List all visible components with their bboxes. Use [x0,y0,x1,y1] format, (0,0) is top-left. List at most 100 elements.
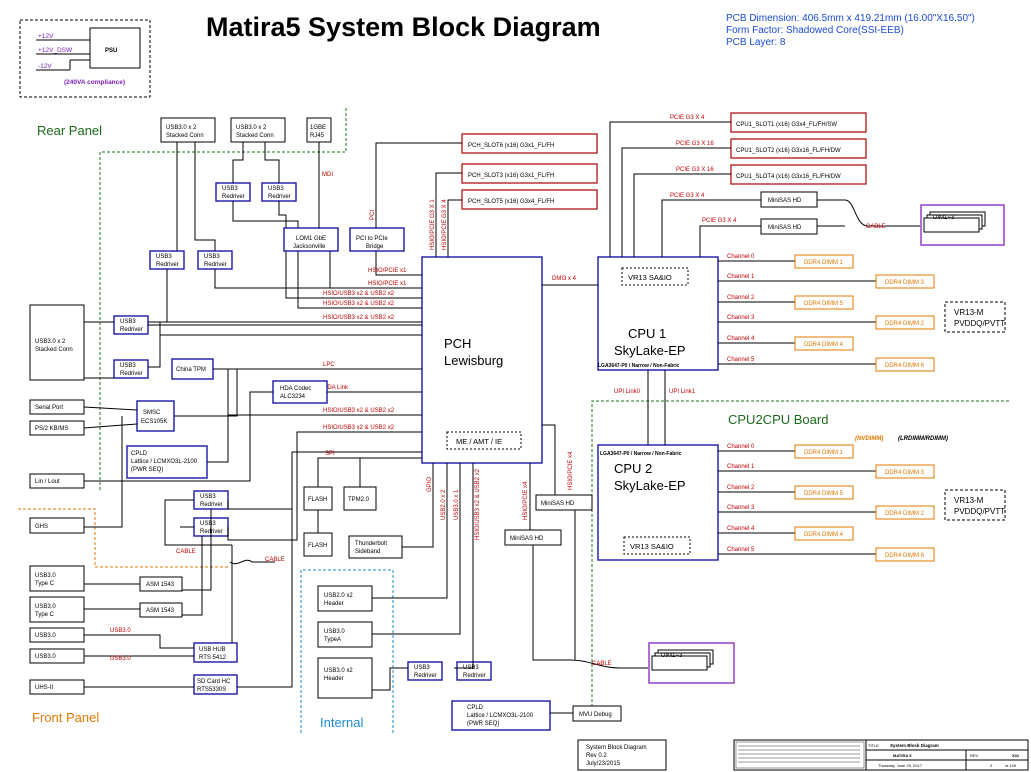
pch-slot6: PCH_SLOT6 (x16) G3x1_FL/FH [468,143,554,149]
tb-dwg: MATIRA 5 [893,753,912,758]
tpm2-block: TPM2.0 [343,486,377,511]
usb30-2-block: USB3.0 [29,648,85,664]
pch-slots: PCH_SLOT6 (x16) G3x1_FL/FH PCH_SLOT3 (x1… [370,133,598,257]
usb30-link-1: USB3.0 [110,628,131,634]
pci-bridge-line1: PCI to PCIe [356,236,388,242]
cpu1-channel-2: Channel 2 [727,295,755,301]
cpu1-block: VR13 SA&IO CPU 1 SkyLake-EP LGA3647-P0 /… [597,256,719,371]
usb-hub-line2: RTS 5412 [199,655,227,661]
redriver-8-line1: USB3 [414,665,430,671]
rear-panel-label: Rear Panel [37,123,102,138]
smsc-line2: ECS105K [141,419,167,425]
rear-usb-a-line1: USB3.0 x 2 [166,125,197,131]
redriver-2-line1: USB3 [156,254,172,260]
cpld-a-line3: (PWR SEQ) [131,467,163,473]
upi-link1: UPI Link1 [669,389,696,395]
pch-pcie-x4-a: HSIO/PCIE x4 [568,451,574,490]
cpu2-dimm-label-0: DDR4 DIMM 1 [804,450,844,456]
usb-left-line1: USB3.0 x 2 [35,339,66,345]
tb-title: System Block Diagram [890,743,939,748]
lom-line1: LOM1 GbE [296,236,326,242]
pch-link-6: HDA Link [323,385,349,391]
usb3-typea-line2: TypeA [324,637,341,643]
cpu1-name: CPU 1 [628,326,666,341]
cpu1-slot2-link: PCIE G3 X 16 [676,141,714,147]
pcb-form-factor: Form Factor: Shadowed Core(SSI-EEB) [726,25,904,36]
cpu1-slot2: CPU1_SLOT2 (x16) G3x16_FL/FH/DW [736,148,841,154]
cpu2-dimm-label-5: DDR4 DIMM 6 [885,553,925,559]
rear-usb-stacked-a: USB3.0 x 2 Stacked Conn [160,117,216,143]
cpu2-name: CPU 2 [614,461,652,476]
cpu2-channel-5: Channel 5 [727,547,755,553]
cpu1-vr: VR13 SA&IO [628,273,672,282]
rj45-line2: RJ45 [310,133,325,139]
cpu1-dimm-5 [875,357,935,372]
footer-line1: System Block Diagram [586,745,647,751]
usb2-hdr-line1: USB2.0 x2 [324,593,353,599]
cpu1-dimm-label-3: DDR4 DIMM 2 [885,321,925,327]
pcb-dimension: PCB Dimension: 406.5mm x 419.21mm (16.00… [726,13,975,24]
tb-title-label: TITLE [868,743,879,748]
pcb-layer: PCB Layer: 8 [726,37,786,48]
cpu2-channel-1: Channel 1 [727,464,755,470]
redriver-0-line1: USB3 [222,186,238,192]
asm-1-block: ASM 1543 [139,576,183,592]
cpu2-dimm-5 [875,547,935,562]
cpu2-dimm-label-3: DDR4 DIMM 2 [885,511,925,517]
cpu2-dimm-4 [794,526,854,541]
cpu1-dimm-2 [794,295,854,310]
usb30-x1-label: USB3.0 x 1 [454,489,460,520]
cpld-b-line3: (PWR SEQ) [467,721,499,727]
redriver-6-line2: Redriver [200,502,223,508]
cable-cpu1: CABLE [866,224,886,230]
usb3-typea-block: USB3.0 TypeA [317,621,373,648]
usb3-header-block: USB3.0 x2 Header [317,657,373,699]
minisas-link-1: PCIE G3 X 4 [670,193,705,199]
pci-bridge-block: PCI to PCIe Bridge [349,227,405,252]
rj45-line1: 1GBE [310,125,326,131]
tb-rev-label: REV [970,753,979,758]
psu-rail-neg12v: -12V [38,63,52,70]
mdi-label: MDI [322,172,333,178]
cpu2-dimm-label-4: DDR4 DIMM 4 [804,532,844,538]
thunderbolt-line2: Sideband [355,549,380,555]
thunderbolt-block: Thunderbolt Sideband [348,535,403,559]
minisas-3: MiniSAS HD [541,501,575,507]
pch-pcie-x4-b: HSIO/PCIE x4 [523,481,529,520]
lin-lout-block: Lin / Lout [29,473,85,489]
cable-front-1: CABLE [176,549,196,555]
flash-1-block: FLASH [303,486,333,511]
cpu1-channel-1: Channel 1 [727,274,755,280]
mvu-debug-label: MVU Debug [579,712,612,718]
spi-label: SPI [325,451,335,457]
usb-hub-block: USB HUB RTS 5412 [193,642,238,663]
uim-pch: UIM1~3 [661,653,683,659]
pch-name: PCH [444,336,471,351]
footer-line3: July/23/2015 [586,761,621,767]
rear-usb-b-line1: USB3.0 x 2 [236,125,267,131]
pch-slot5-link: HSIO/PCIE G3 X 4 [442,199,448,250]
lrdimm-note: (LRDIMM/RDIMM) [898,436,948,442]
cpld-b-line2: Lattice / LCMXO3L-2100 [467,713,534,719]
typec-2-line2: Type C [35,612,55,618]
tb-rev: X02 [1012,753,1020,758]
redrivers: USB3RedriverUSB3RedriverUSB3RedriverUSB3… [84,142,492,681]
footer-line2: Rev 0.2 [586,753,607,759]
usb3-hdr-line2: Header [324,676,344,682]
psu-rail-12v-dsw: +12V_DSW [38,47,73,54]
lom-line2: Jacksonville [293,244,326,250]
redriver-2-line2: Redriver [156,262,179,268]
redriver-0-line2: Redriver [222,194,245,200]
rear-usb-b-line2: Stacked Conn [236,133,274,139]
cpu1-dimm-label-0: DDR4 DIMM 1 [804,260,844,266]
pci-bridge-line2: Bridge [366,244,384,250]
vr13m-cpu1-name: VR13-M [954,308,984,317]
usb30-link-2: USB3.0 [110,656,131,662]
cpu1-slot4-link: PCIE G3 X 16 [676,167,714,173]
smsc-block: SMSC ECS105K [136,400,175,432]
serial-port-label: Serial Port [35,405,63,411]
cpu2-dimm-0 [794,444,854,459]
usb-left-line2: Stacked Conn [35,347,73,353]
typec-2-line1: USB3.0 [35,604,56,610]
